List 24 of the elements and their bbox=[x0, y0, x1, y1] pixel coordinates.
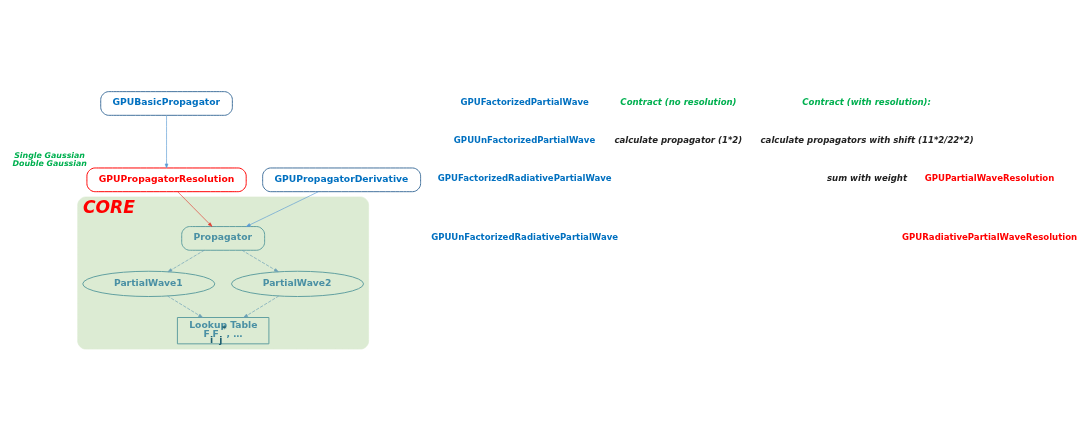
node-box: Propagator bbox=[181, 225, 266, 251]
label: Contract (with resolution): bbox=[802, 96, 931, 107]
arrow bbox=[177, 190, 213, 227]
arrow bbox=[167, 249, 205, 272]
label: calculate propagator (1*2) bbox=[614, 134, 743, 145]
label: calculate propagators with shift (11*2/22*2) bbox=[760, 134, 974, 145]
label: GPUPartialWaveResolution bbox=[924, 172, 1055, 183]
label: Contract (no resolution) bbox=[620, 96, 737, 107]
arrow bbox=[241, 249, 279, 272]
label: sum with weight bbox=[827, 172, 907, 183]
node-ellipse: PartialWave1 bbox=[82, 270, 216, 297]
arrow bbox=[164, 114, 169, 168]
label: GPUFactorizedRadiativePartialWave bbox=[437, 172, 612, 183]
arrow bbox=[243, 295, 280, 318]
node-ellipse: PartialWave2 bbox=[231, 270, 365, 297]
label: GPUFactorizedPartialWave bbox=[460, 96, 589, 107]
node-box: GPUBasicPropagator bbox=[100, 90, 233, 116]
label: GPURadiativePartialWaveResolution bbox=[902, 231, 1078, 242]
label: GPUUnFactorizedPartialWave bbox=[453, 134, 596, 145]
label: GPUUnFactorizedRadiativePartialWave bbox=[431, 231, 619, 242]
arrow bbox=[246, 190, 319, 227]
node-box: GPUPropagatorResolution bbox=[86, 167, 247, 192]
node-box: GPUPropagatorDerivative bbox=[262, 167, 422, 192]
arrow bbox=[167, 295, 203, 318]
